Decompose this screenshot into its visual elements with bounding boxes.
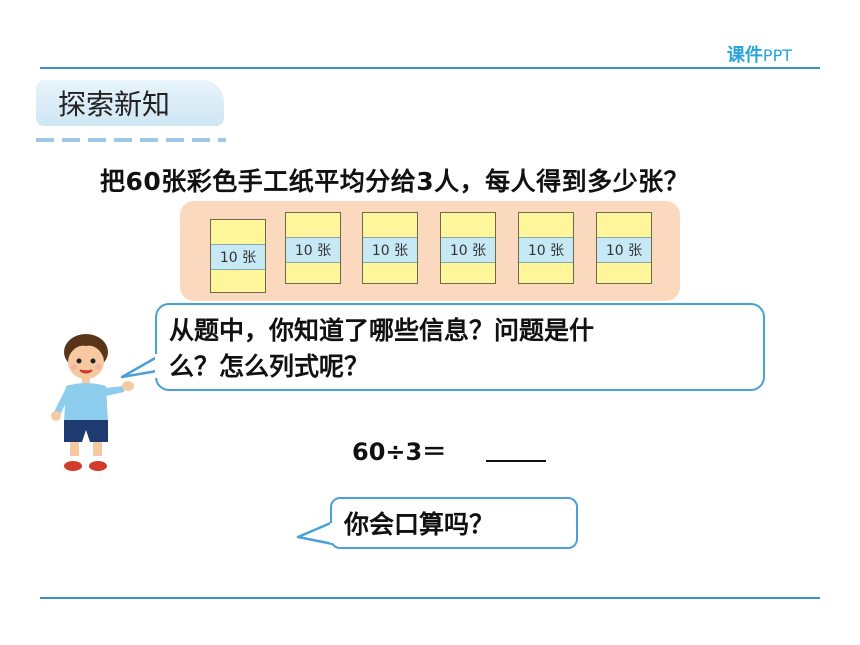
paper-stack: 10 张 xyxy=(285,212,341,284)
paper-stack: 10 张 xyxy=(518,212,574,284)
paper-label: 10 张 xyxy=(519,237,573,263)
small-bubble-tail-joint xyxy=(330,523,334,543)
speech-line-1: 从题中，你知道了哪些信息？问题是什 xyxy=(169,316,595,345)
paper-label: 10 张 xyxy=(363,237,417,263)
answer-blank-line xyxy=(486,460,546,462)
footer-divider xyxy=(40,597,820,599)
speech-bubble-tail xyxy=(120,355,158,379)
equation-text: 60÷3＝ xyxy=(352,438,447,466)
paper-stack: 10 张 xyxy=(440,212,496,284)
bubble-tail-joint xyxy=(155,354,159,378)
paper-stack: 10 张 xyxy=(210,219,266,293)
paper-label: 10 张 xyxy=(441,237,495,263)
brand-suffix-text: PPT xyxy=(762,46,792,65)
section-title-tab: 探索新知 xyxy=(36,80,224,126)
paper-stack: 10 张 xyxy=(596,212,652,284)
speech-bubble-question: 从题中，你知道了哪些信息？问题是什 么？怎么列式呢？ xyxy=(155,303,765,391)
section-dashed-underline xyxy=(36,138,226,142)
paper-stack: 10 张 xyxy=(362,212,418,284)
paper-stacks-panel: 10 张 10 张 10 张 10 张 10 张 10 张 xyxy=(180,201,680,301)
paper-label: 10 张 xyxy=(597,237,651,263)
header-divider xyxy=(40,67,820,69)
small-bubble-tail xyxy=(296,520,334,546)
boy-character-illustration xyxy=(51,334,134,471)
brand-main-text: 课件 xyxy=(726,45,763,66)
speech-bubble-mental-math: 你会口算吗？ xyxy=(330,497,578,549)
paper-label: 10 张 xyxy=(286,237,340,263)
mental-math-prompt: 你会口算吗？ xyxy=(344,510,495,539)
question-text: 把60张彩色手工纸平均分给3人，每人得到多少张？ xyxy=(100,167,690,196)
speech-line-2: 么？怎么列式呢？ xyxy=(169,352,370,381)
section-title: 探索新知 xyxy=(58,88,171,121)
paper-label: 10 张 xyxy=(211,244,265,270)
brand-logo: 课件PPT xyxy=(727,41,792,67)
